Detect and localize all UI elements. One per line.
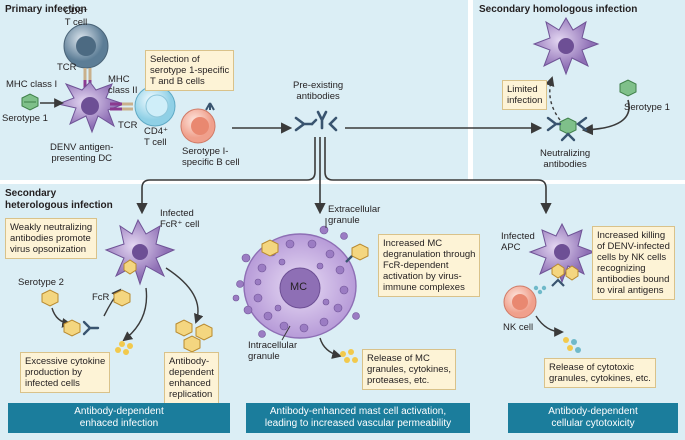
extracellular-granules-icon <box>232 225 360 338</box>
opsonized-virus-icon <box>63 319 100 337</box>
killing-note: Increased killing of DENV-infected cells… <box>592 226 675 300</box>
nk-cell <box>503 285 547 319</box>
nk-release-note: Release of cytotoxic granules, cytokines… <box>544 358 656 388</box>
cytokine-arrow <box>122 287 148 342</box>
bcell-label: Serotype I- specific B cell <box>182 146 240 168</box>
nk-label: NK cell <box>503 322 534 333</box>
replicated-virus-icon <box>175 319 213 353</box>
mc-release-arrow <box>319 337 342 359</box>
adcc-banner: Antibody-dependent cellular cytotoxicity <box>508 403 678 433</box>
mhc1-label: MHC class I <box>6 79 58 90</box>
tcr-bottom-label: TCR <box>118 120 138 131</box>
intracellular-pointer <box>281 325 291 341</box>
mc-label: MC <box>290 281 308 293</box>
serotype2-virus-icon <box>41 289 59 307</box>
mc-release-note: Release of MC granules, cytokines, prote… <box>362 349 456 390</box>
serotype1-arrow <box>581 99 630 136</box>
tcr-top-label: TCR <box>57 62 77 73</box>
fcr-label: FcR <box>92 292 110 303</box>
ade-banner: Antibody-dependent enhaced infection <box>8 403 230 433</box>
neutralized-virus-icon <box>546 116 588 142</box>
homologous-dc-cell <box>532 17 600 76</box>
homologous-title: Secondary homologous infection <box>479 4 638 15</box>
homologous-virus-icon <box>619 79 637 97</box>
antibody-icon <box>294 110 338 132</box>
mhc2-icon <box>110 102 122 111</box>
neutralizing-label: Neutralizing antibodies <box>540 148 591 170</box>
apc-virus-icon <box>551 263 579 287</box>
cd4-label: CD4⁺ T cell <box>144 126 169 148</box>
selection-note: Selection of serotype 1-specific T and B… <box>145 50 235 91</box>
nk-release-dots-icon <box>563 337 581 353</box>
ade-note: Antibody- dependent enhanced replication <box>164 352 219 404</box>
tcr-cd4-icon <box>122 102 133 111</box>
infected-apc-label: Infected APC <box>501 231 535 253</box>
serotype2-label: Serotype 2 <box>18 277 64 288</box>
infected-fcr-label: Infected FcR⁺ cell <box>160 208 200 230</box>
mc-banner: Antibody-enhanced mast cell activation, … <box>246 403 470 433</box>
preexisting-label: Pre-existing antibodies <box>293 80 344 102</box>
b-cell <box>180 102 216 144</box>
mast-virus-icon <box>261 239 369 263</box>
heterologous-title: Secondary heterologous infection <box>5 188 113 211</box>
weak-note: Weakly neutralizing antibodies promote v… <box>5 218 98 259</box>
cytokine-dots-icon <box>115 341 133 355</box>
cd4-t-cell <box>134 85 176 127</box>
dc-cell <box>56 81 126 134</box>
serotype1-label: Serotype 1 <box>2 113 48 124</box>
intracellular-label: Intracellular granule <box>248 340 298 362</box>
infected-apc-cell <box>528 222 596 284</box>
replication-arrow <box>165 267 204 324</box>
limited-infection-note: Limited infection <box>502 80 548 110</box>
dc-label: DENV antigen- presenting DC <box>50 142 114 164</box>
fcr-cell <box>104 218 176 286</box>
cd8-t-cell <box>63 23 109 69</box>
cytokine-note: Excessive cytokine production by infecte… <box>20 352 111 393</box>
nk-release-arrow <box>535 315 564 337</box>
cd8-label: CD8⁺ T cell <box>64 6 89 28</box>
mc-release-dots-icon <box>340 349 358 363</box>
fcr-virus-icon <box>113 289 131 307</box>
branch-arrows <box>136 122 552 215</box>
intracellular-granules-icon <box>253 239 349 333</box>
homologous-serotype-label: Serotype 1 <box>624 102 670 113</box>
extracellular-label: Extracellular granule <box>328 204 381 226</box>
degranulation-note: Increased MC degranulation through FcR-d… <box>378 234 481 297</box>
virus-icon <box>21 93 39 111</box>
mast-cell <box>243 233 357 339</box>
tcr-mhc1-icon <box>83 68 92 80</box>
mhc2-label: MHC class II <box>108 74 138 96</box>
primary-title: Primary infection <box>5 4 87 15</box>
